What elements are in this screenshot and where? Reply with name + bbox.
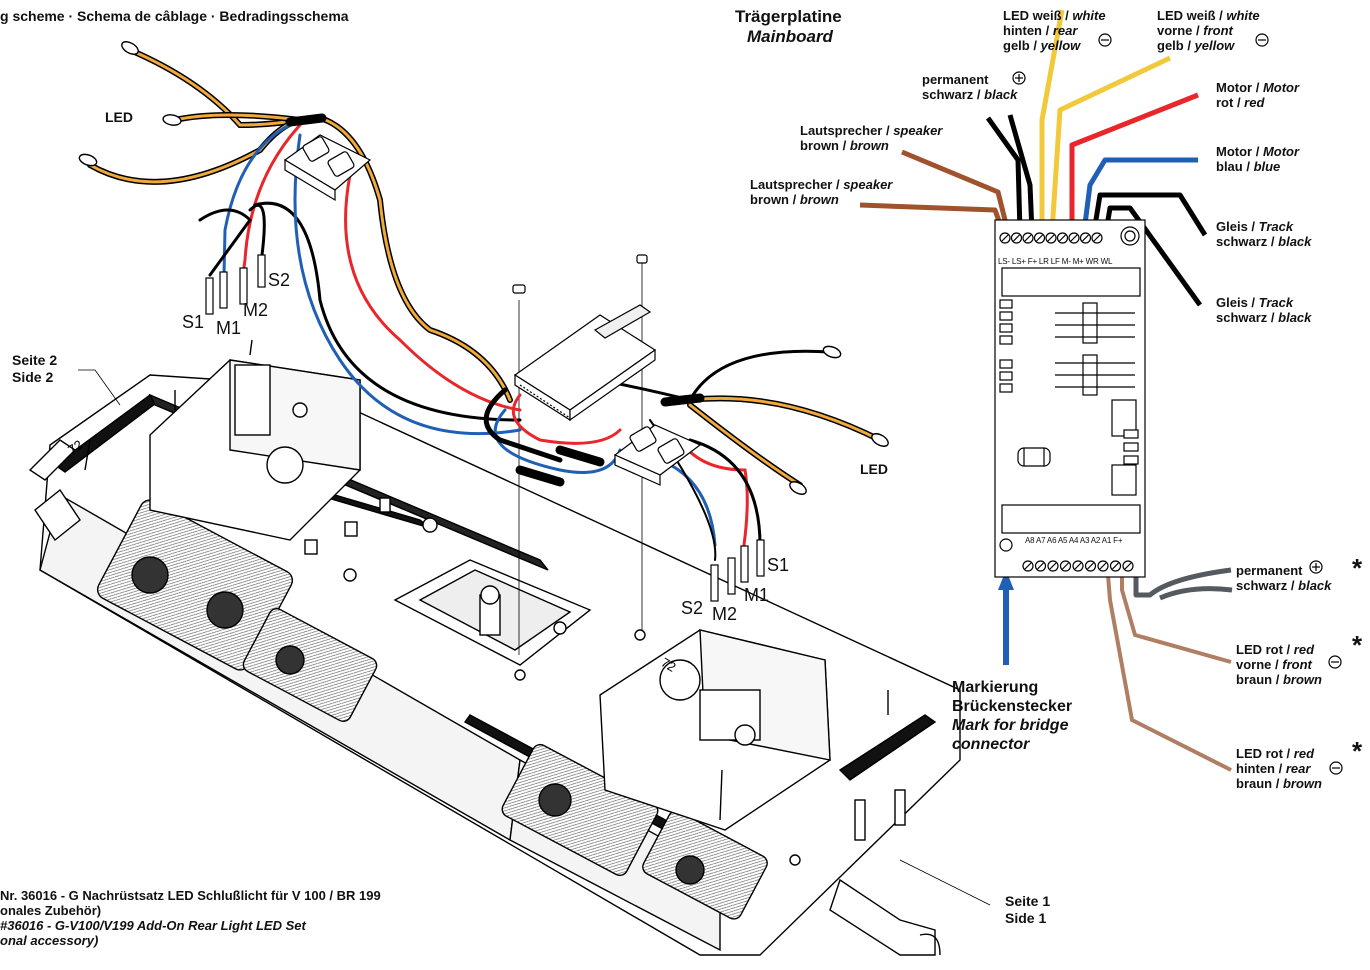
mainboard-title-en: Mainboard — [747, 27, 833, 46]
pin-m2-right: M2 — [712, 604, 738, 624]
harness-wires — [87, 47, 883, 561]
led-bulbs — [78, 41, 889, 495]
asterisk-1: * — [1352, 553, 1363, 583]
label-speaker-2: Lautsprecher / speaker brown / brown — [750, 177, 893, 207]
board-bottom-pin-labels: A8 A7 A6 A5 A4 A3 A2 A1 F+ — [1025, 536, 1123, 545]
bridge-connector-label: Markierung Brückenstecker Mark for bridg… — [952, 679, 1073, 753]
label-led-red-rear: LED rot / red hinten / rear braun / brow… — [1236, 746, 1322, 791]
mainboard-wires — [859, 9, 1233, 772]
pin-s1-left: S1 — [182, 312, 205, 332]
pin-s1-right: S1 — [767, 555, 790, 575]
label-led-red-front: LED rot / red vorne / front braun / brow… — [1236, 642, 1322, 687]
pin-m1-left: M1 — [216, 318, 242, 338]
mainboard-pcb — [994, 219, 1146, 578]
terminal-blocks — [283, 134, 702, 486]
svg-text:72: 72 — [65, 437, 85, 458]
diagram-subtitle: g scheme · Schema de câblage · Bedrading… — [0, 8, 349, 24]
label-led-white-front: LED weiß / white vorne / front gelb / ye… — [1157, 8, 1260, 53]
pin-s2-left: S2 — [268, 270, 291, 290]
label-permanent-top: permanent schwarz / black — [922, 72, 1018, 102]
pin-m2-left: M2 — [243, 300, 269, 320]
led-label-right: LED — [860, 461, 888, 477]
mainboard-title: Trägerplatine Mainboard — [735, 7, 842, 47]
label-motor-blue: Motor / Motor blau / blue — [1216, 144, 1300, 174]
pin-m1-right: M1 — [744, 585, 770, 605]
label-speaker-1: Lautsprecher / speaker brown / brown — [800, 123, 943, 153]
label-motor-red: Motor / Motor rot / red — [1216, 80, 1300, 110]
led-label-left: LED — [105, 109, 133, 125]
asterisk-3: * — [1352, 736, 1363, 766]
asterisk-2: * — [1352, 630, 1363, 660]
footer-note: Nr. 36016 - G Nachrüstsatz LED Schlußlic… — [0, 888, 381, 948]
decoder-module — [512, 254, 657, 422]
mainboard-title-de: Trägerplatine — [735, 7, 842, 26]
label-track-2: Gleis / Track schwarz / black — [1216, 295, 1312, 325]
board-top-pin-labels: LS- LS+ F+ LR LF M- M+ WR WL — [998, 257, 1113, 266]
label-led-white-rear: LED weiß / white hinten / rear gelb / ye… — [1003, 8, 1106, 53]
pin-s2-right: S2 — [681, 598, 704, 618]
label-track-1: Gleis / Track schwarz / black — [1216, 219, 1312, 249]
label-permanent-bottom: permanent schwarz / black — [1236, 563, 1332, 593]
loco-chassis: 72 72 — [28, 339, 961, 956]
svg-text:72: 72 — [659, 655, 679, 675]
